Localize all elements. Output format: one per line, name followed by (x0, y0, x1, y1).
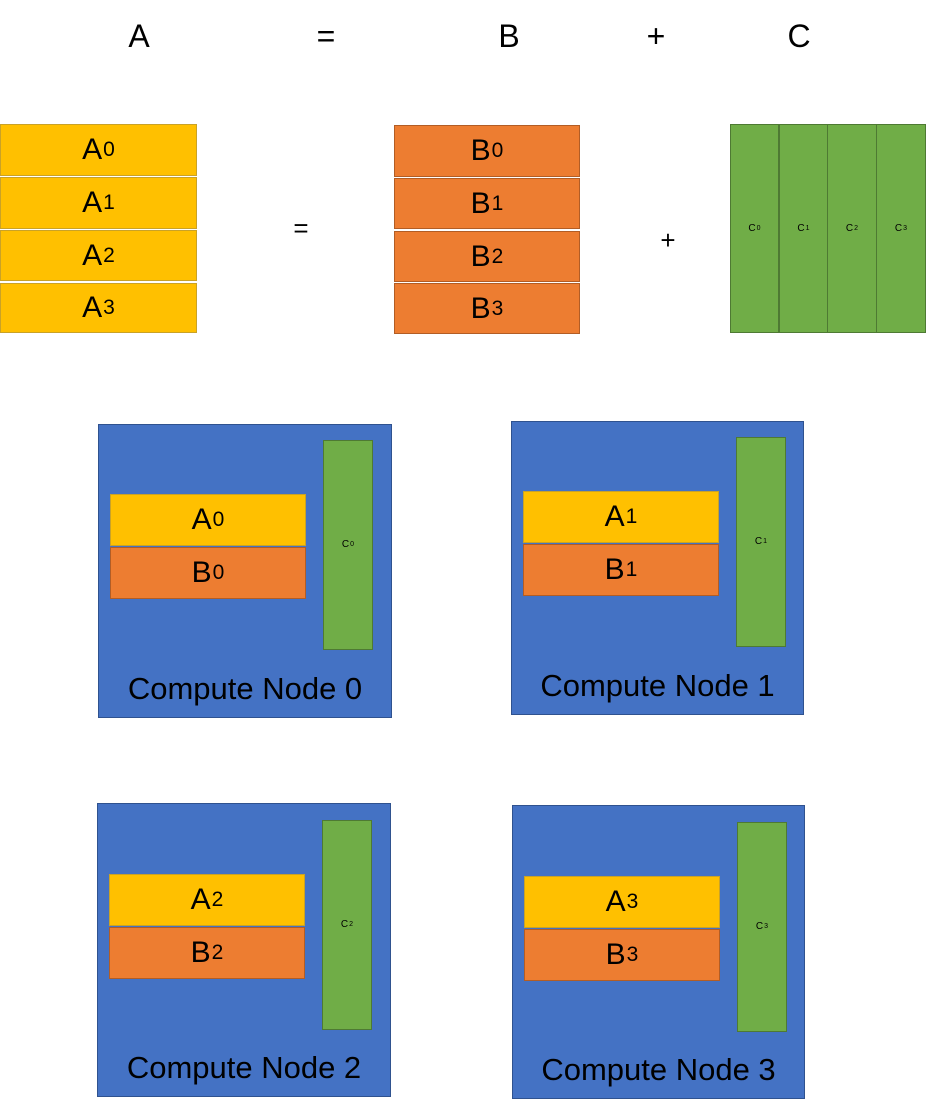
node-2-label: Compute Node 2 (126, 1050, 362, 1085)
node-1-b-base: B (604, 553, 625, 586)
node-0-a-base: A (191, 503, 212, 536)
header-plus: + (646, 18, 666, 54)
node-1-a-base: A (604, 500, 625, 533)
node-3-c-base: C (755, 921, 764, 932)
c-col-1-base: C (797, 222, 805, 234)
node-3-label: Compute Node 3 (541, 1052, 776, 1087)
c-col-3-base: C (894, 222, 903, 234)
header-equals: = (316, 18, 336, 54)
node-1-c-base: C (754, 536, 763, 547)
node-1-label: Compute Node 1 (540, 668, 775, 703)
b-row-2-base: B (470, 239, 491, 273)
header-b: B (498, 18, 520, 54)
header-a: A (128, 18, 150, 54)
node-3-b-base: B (605, 938, 626, 971)
node-0-c-base: C (341, 539, 350, 550)
a-row-2-base: A (82, 238, 103, 272)
b-row-3-base: B (470, 291, 491, 325)
header-c: C (787, 18, 811, 54)
b-row-1-base: B (470, 186, 491, 220)
a-row-3-base: A (82, 291, 103, 324)
node-3-a-base: A (605, 885, 626, 918)
c-col-2-base: C (845, 222, 854, 234)
node-2-c-base: C (340, 919, 349, 930)
node-0-label: Compute Node 0 (127, 671, 363, 706)
equation-equals: = (293, 213, 309, 243)
node-2-b-base: B (190, 936, 211, 969)
a-row-0-base: A (82, 133, 103, 166)
node-2-a-base: A (190, 883, 211, 916)
c-col-0-base: C (748, 222, 756, 234)
b-row-0-base: B (470, 134, 491, 167)
equation-plus: + (660, 225, 676, 255)
a-row-1-base: A (82, 186, 103, 219)
node-0-b-base: B (191, 556, 212, 589)
